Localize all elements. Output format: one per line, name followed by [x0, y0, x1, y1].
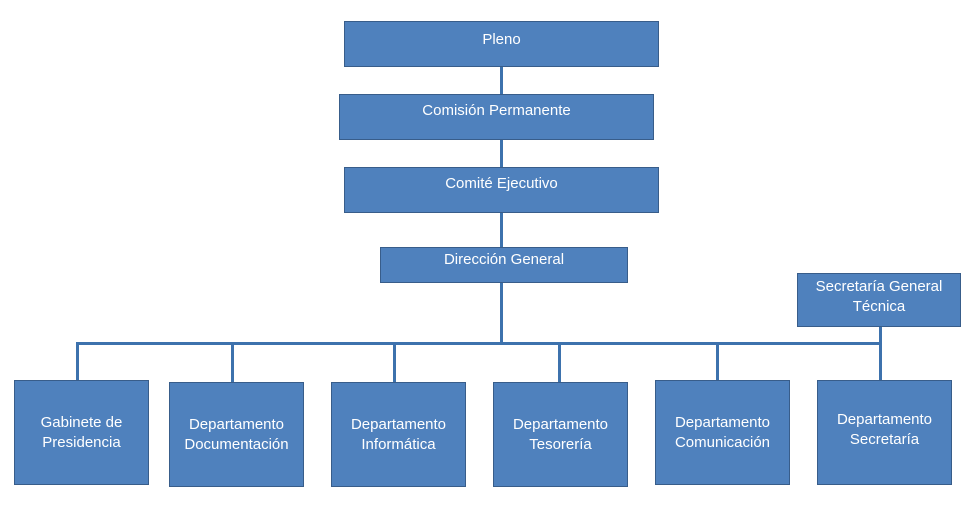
- node-departamento-secretaria: Departamento Secretaría: [817, 380, 952, 485]
- node-comision-permanente: Comisión Permanente: [339, 94, 654, 140]
- node-departamento-tesoreria: Departamento Tesorería: [493, 382, 628, 487]
- node-label: Dirección General: [443, 251, 565, 268]
- node-label: Secretaría General Técnica: [815, 278, 943, 315]
- node-departamento-informatica: Departamento Informática: [331, 382, 466, 487]
- node-comite-ejecutivo: Comité Ejecutivo: [344, 167, 659, 213]
- node-departamento-comunicacion: Departamento Comunicación: [655, 380, 790, 485]
- connector-documentacion: [231, 342, 234, 382]
- connector-informatica: [393, 342, 396, 382]
- node-pleno: Pleno: [344, 21, 659, 67]
- node-direccion-general: Dirección General: [380, 247, 628, 283]
- node-label: Gabinete de Presidencia: [40, 413, 123, 451]
- connector-horizontal-bus: [76, 342, 882, 345]
- connector-direccion-bus: [500, 283, 503, 345]
- connector-secretaria: [879, 342, 882, 380]
- connector-tesoreria: [558, 342, 561, 382]
- connector-comision-comite: [500, 140, 503, 167]
- node-label: Departamento Documentación: [184, 415, 289, 453]
- connector-pleno-comision: [500, 67, 503, 94]
- connector-comunicacion: [716, 342, 719, 382]
- node-label: Departamento Informática: [350, 415, 447, 453]
- node-gabinete-presidencia: Gabinete de Presidencia: [14, 380, 149, 485]
- node-secretaria-general-tecnica: Secretaría General Técnica: [797, 273, 961, 327]
- node-departamento-documentacion: Departamento Documentación: [169, 382, 304, 487]
- node-label: Departamento Secretaría: [836, 410, 933, 448]
- node-label: Comisión Permanente: [422, 102, 571, 119]
- node-label: Pleno: [482, 31, 521, 48]
- node-label: Comité Ejecutivo: [445, 175, 558, 192]
- connector-secretaria-general: [879, 327, 882, 345]
- connector-comite-direccion: [500, 213, 503, 247]
- connector-gabinete: [76, 342, 79, 380]
- node-label: Departamento Tesorería: [512, 415, 609, 453]
- node-label: Departamento Comunicación: [674, 413, 771, 451]
